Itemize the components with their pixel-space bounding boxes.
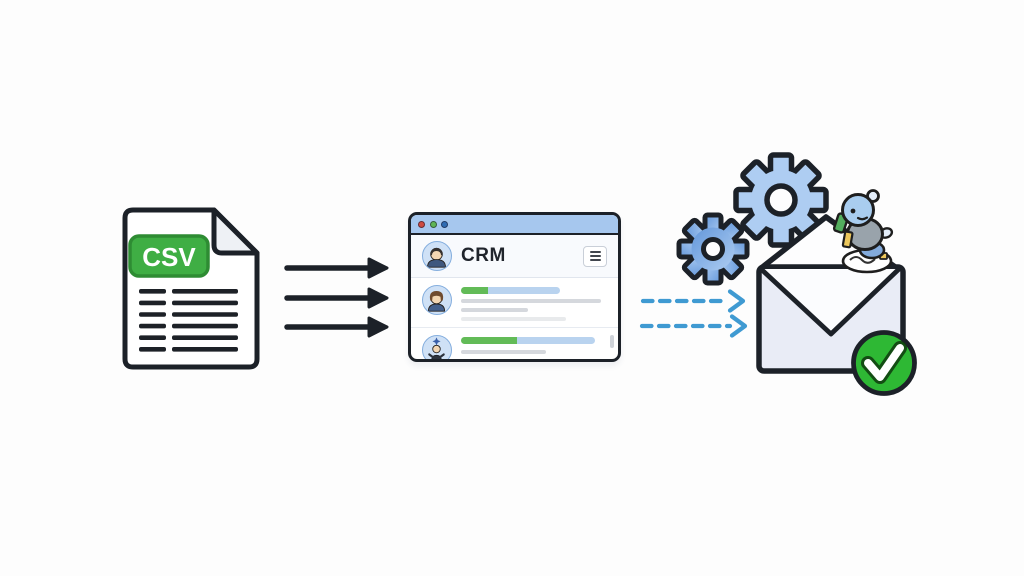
- window-titlebar: [411, 215, 618, 235]
- window-control-red-icon[interactable]: [418, 220, 425, 228]
- placeholder-line: [461, 308, 529, 312]
- robot-head: [841, 193, 875, 227]
- contact-avatar: [422, 285, 452, 315]
- window-control-green-icon[interactable]: [429, 220, 437, 228]
- menu-icon: [589, 251, 601, 253]
- gear-large-icon: [733, 152, 829, 248]
- gear-small-icon: [676, 212, 750, 286]
- csv-badge: [128, 234, 210, 278]
- folded-corner: [211, 207, 260, 256]
- csv-file-icon: CSV: [122, 207, 260, 370]
- crm-window: CRM: [408, 212, 621, 362]
- contact-row[interactable]: [411, 326, 618, 359]
- window-control-blue-icon[interactable]: [441, 220, 448, 228]
- contact-avatar: [422, 334, 452, 359]
- crm-header: CRM: [411, 235, 618, 278]
- robot-mascot: [832, 189, 894, 274]
- placeholder-line: [461, 299, 602, 303]
- progress-bar: [461, 336, 596, 344]
- person-icon: [427, 247, 446, 268]
- person-icon: [427, 290, 446, 312]
- placeholder-line: [461, 317, 567, 321]
- contact-row[interactable]: [411, 278, 618, 327]
- menu-button[interactable]: [583, 245, 607, 267]
- success-check-icon: [851, 330, 917, 396]
- csv-badge-label: CSV: [142, 242, 196, 272]
- progress-bar: [461, 287, 561, 294]
- csv-data-lines: [139, 289, 238, 352]
- placeholder-line: [461, 349, 546, 354]
- scrollbar-thumb[interactable]: [610, 335, 614, 348]
- send-arrows: [639, 289, 748, 338]
- import-arrows: [284, 257, 389, 338]
- crm-main-avatar: [422, 241, 452, 271]
- crm-title: CRM: [461, 245, 506, 266]
- automation-email-group: [676, 152, 917, 396]
- person-with-star-icon: [428, 336, 445, 359]
